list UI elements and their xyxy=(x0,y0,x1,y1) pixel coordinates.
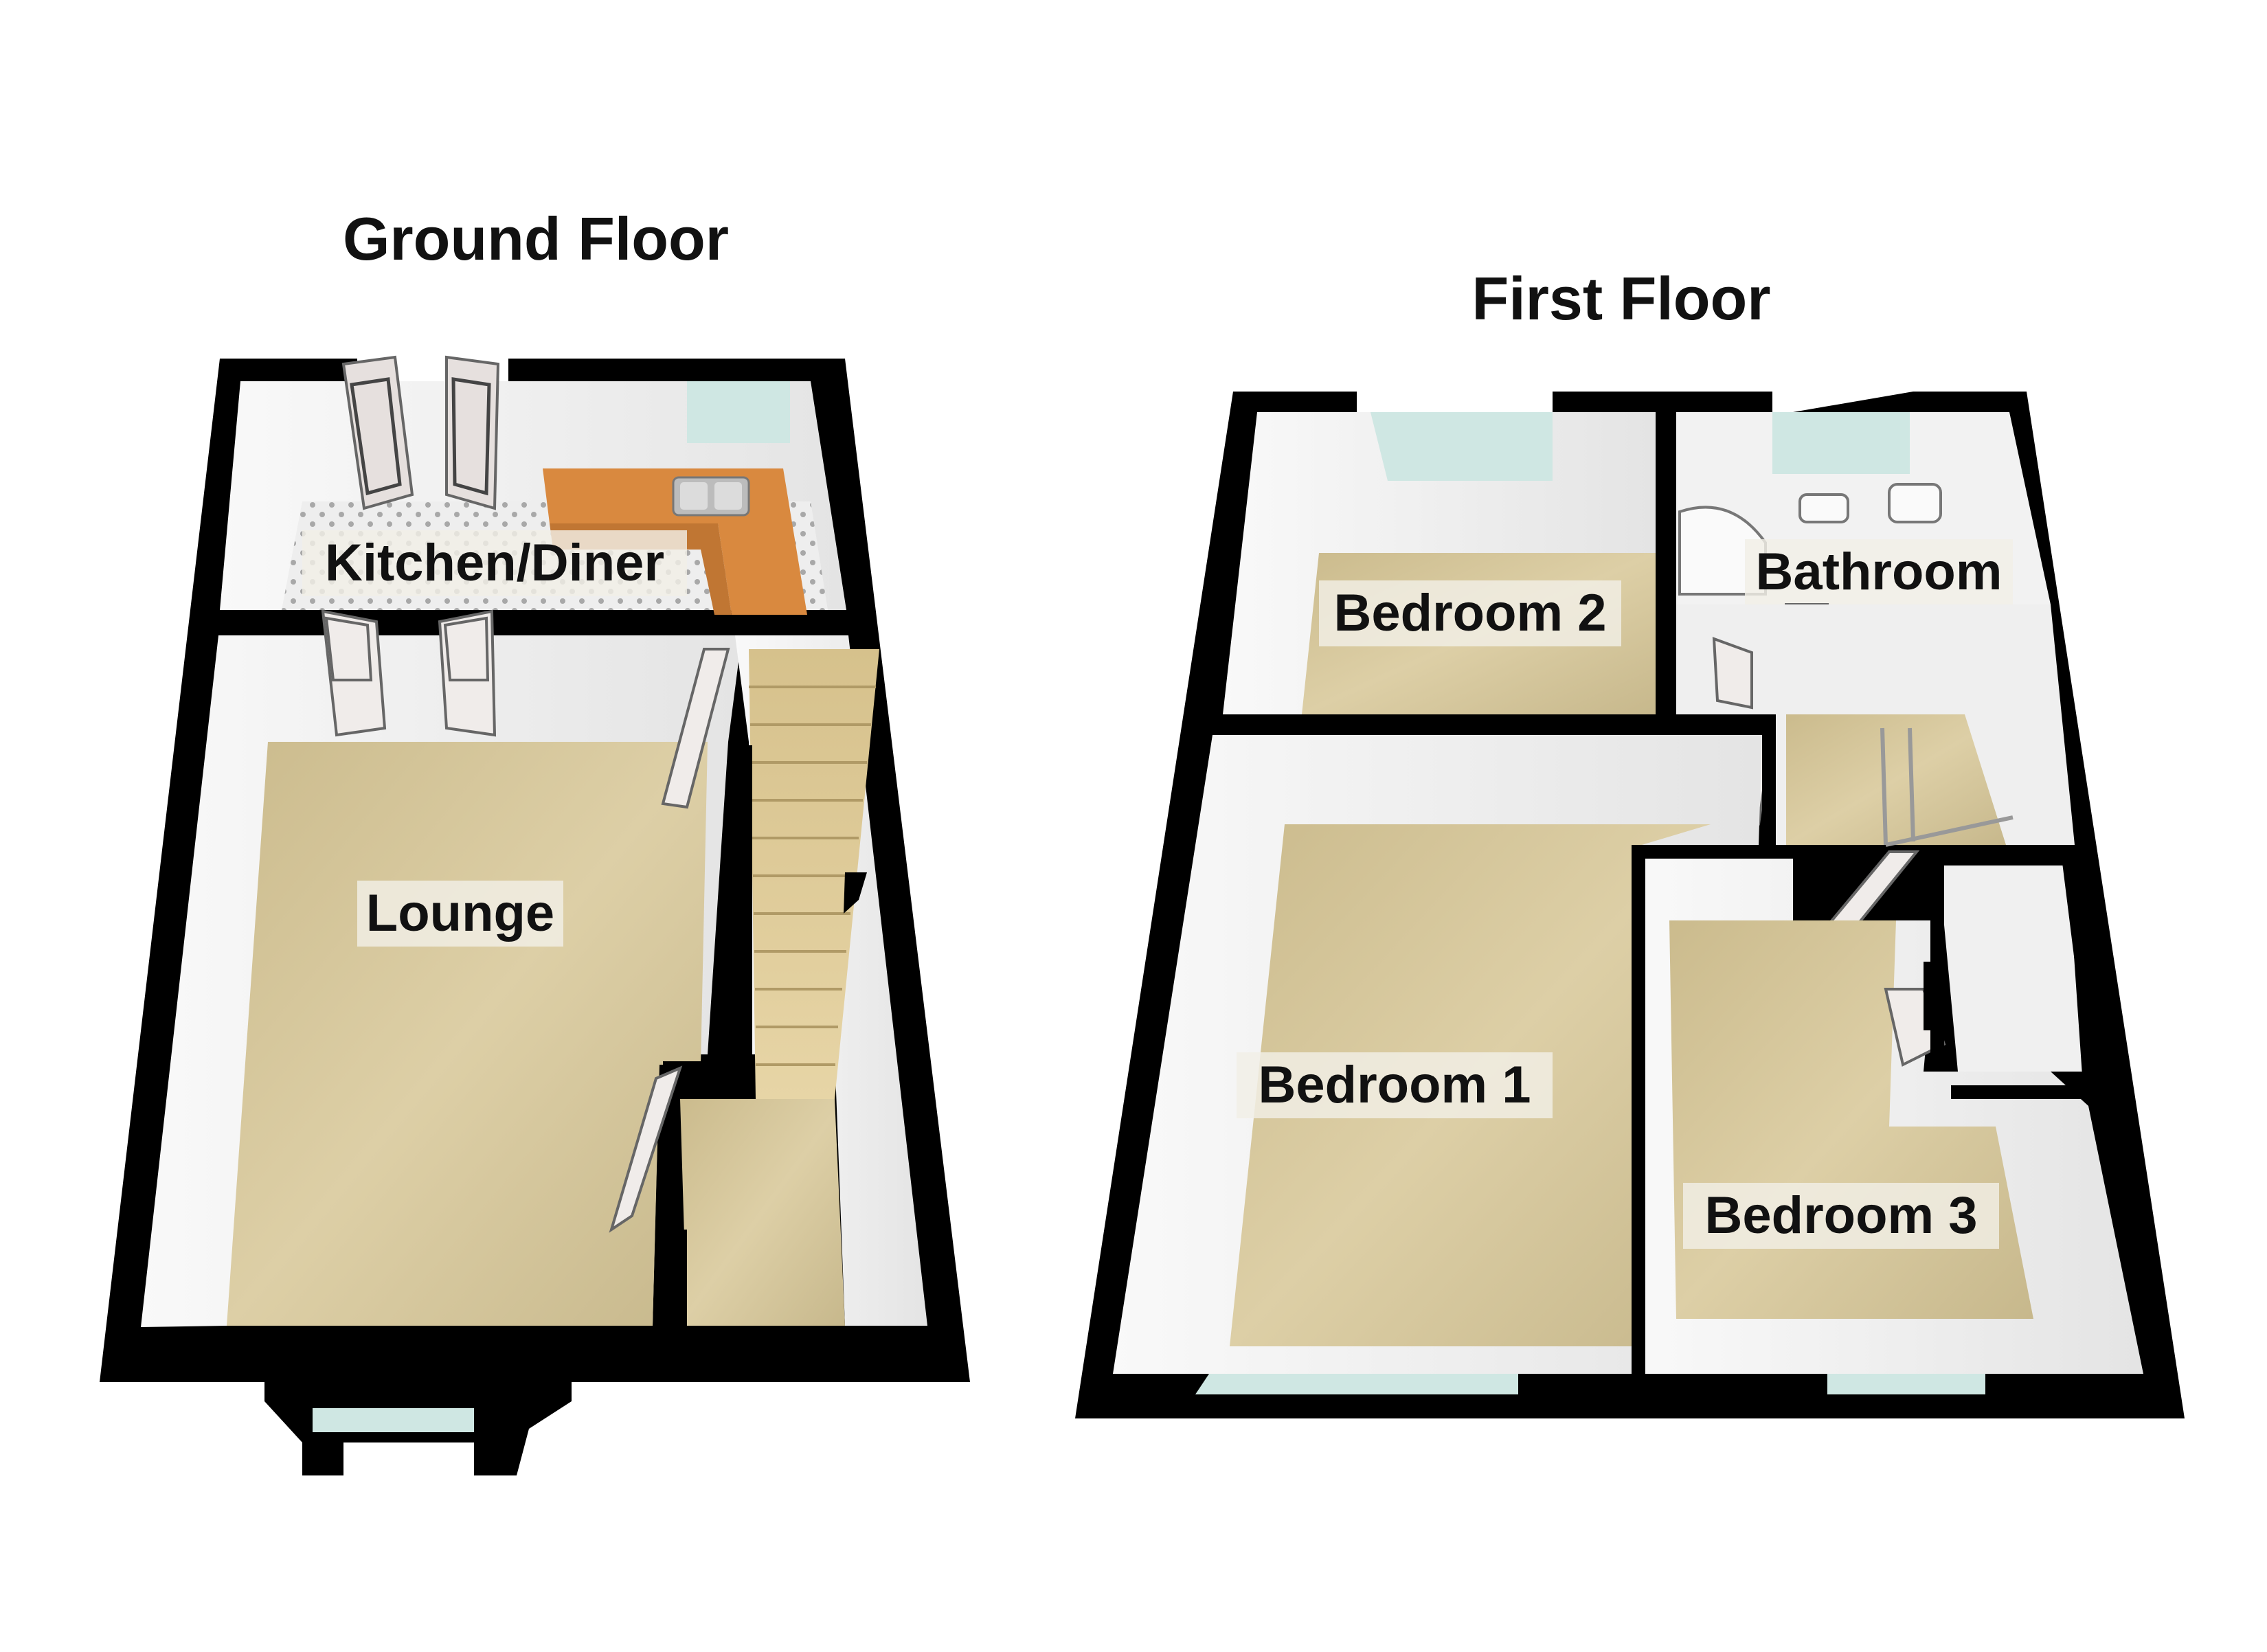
bedroom-3-window xyxy=(1820,1374,1985,1394)
bathroom-window xyxy=(1772,412,1910,474)
banister xyxy=(1880,727,2014,847)
lounge-door-right xyxy=(438,609,497,737)
stairs-door xyxy=(661,648,730,809)
bedroom-3: Bedroom 3 xyxy=(1635,845,2143,1394)
french-door-right xyxy=(445,355,500,510)
lounge: Lounge xyxy=(141,609,742,1327)
kitchen-diner: Kitchen/Diner xyxy=(220,355,846,615)
bedroom-2-door xyxy=(1712,637,1753,710)
bedroom-1-window xyxy=(1195,1374,1518,1394)
hall-door xyxy=(609,1065,683,1233)
floor-title: First Floor xyxy=(1471,264,1770,332)
bedroom-2: Bedroom 2 xyxy=(1223,412,1656,714)
first-floor: First Floor Bedroom 2 Bathroom xyxy=(1075,264,2185,1418)
floor-title: Ground Floor xyxy=(343,205,729,273)
toilet-icon xyxy=(1888,483,1942,523)
french-door-left xyxy=(341,355,414,510)
room-label-bathroom: Bathroom xyxy=(1756,543,2003,601)
room-label-bedroom-1: Bedroom 1 xyxy=(1259,1056,1531,1114)
kitchen-window xyxy=(687,381,790,443)
bedroom-2-window xyxy=(1371,412,1553,481)
storage-cupboard xyxy=(1937,852,2088,1072)
room-label-kitchen-diner: Kitchen/Diner xyxy=(325,534,664,592)
staircase xyxy=(609,635,927,1346)
bay-window xyxy=(313,1408,474,1432)
room-label-bedroom-3: Bedroom 3 xyxy=(1705,1186,1978,1245)
basin-icon xyxy=(1798,493,1849,523)
bedroom-1: Bedroom 1 xyxy=(1113,735,1762,1394)
room-label-bedroom-2: Bedroom 2 xyxy=(1334,584,1607,642)
ground-floor: Ground Floor Kitchen/Diner xyxy=(100,205,970,1475)
room-label-lounge: Lounge xyxy=(366,884,554,942)
bathroom: Bathroom xyxy=(1676,412,2051,688)
